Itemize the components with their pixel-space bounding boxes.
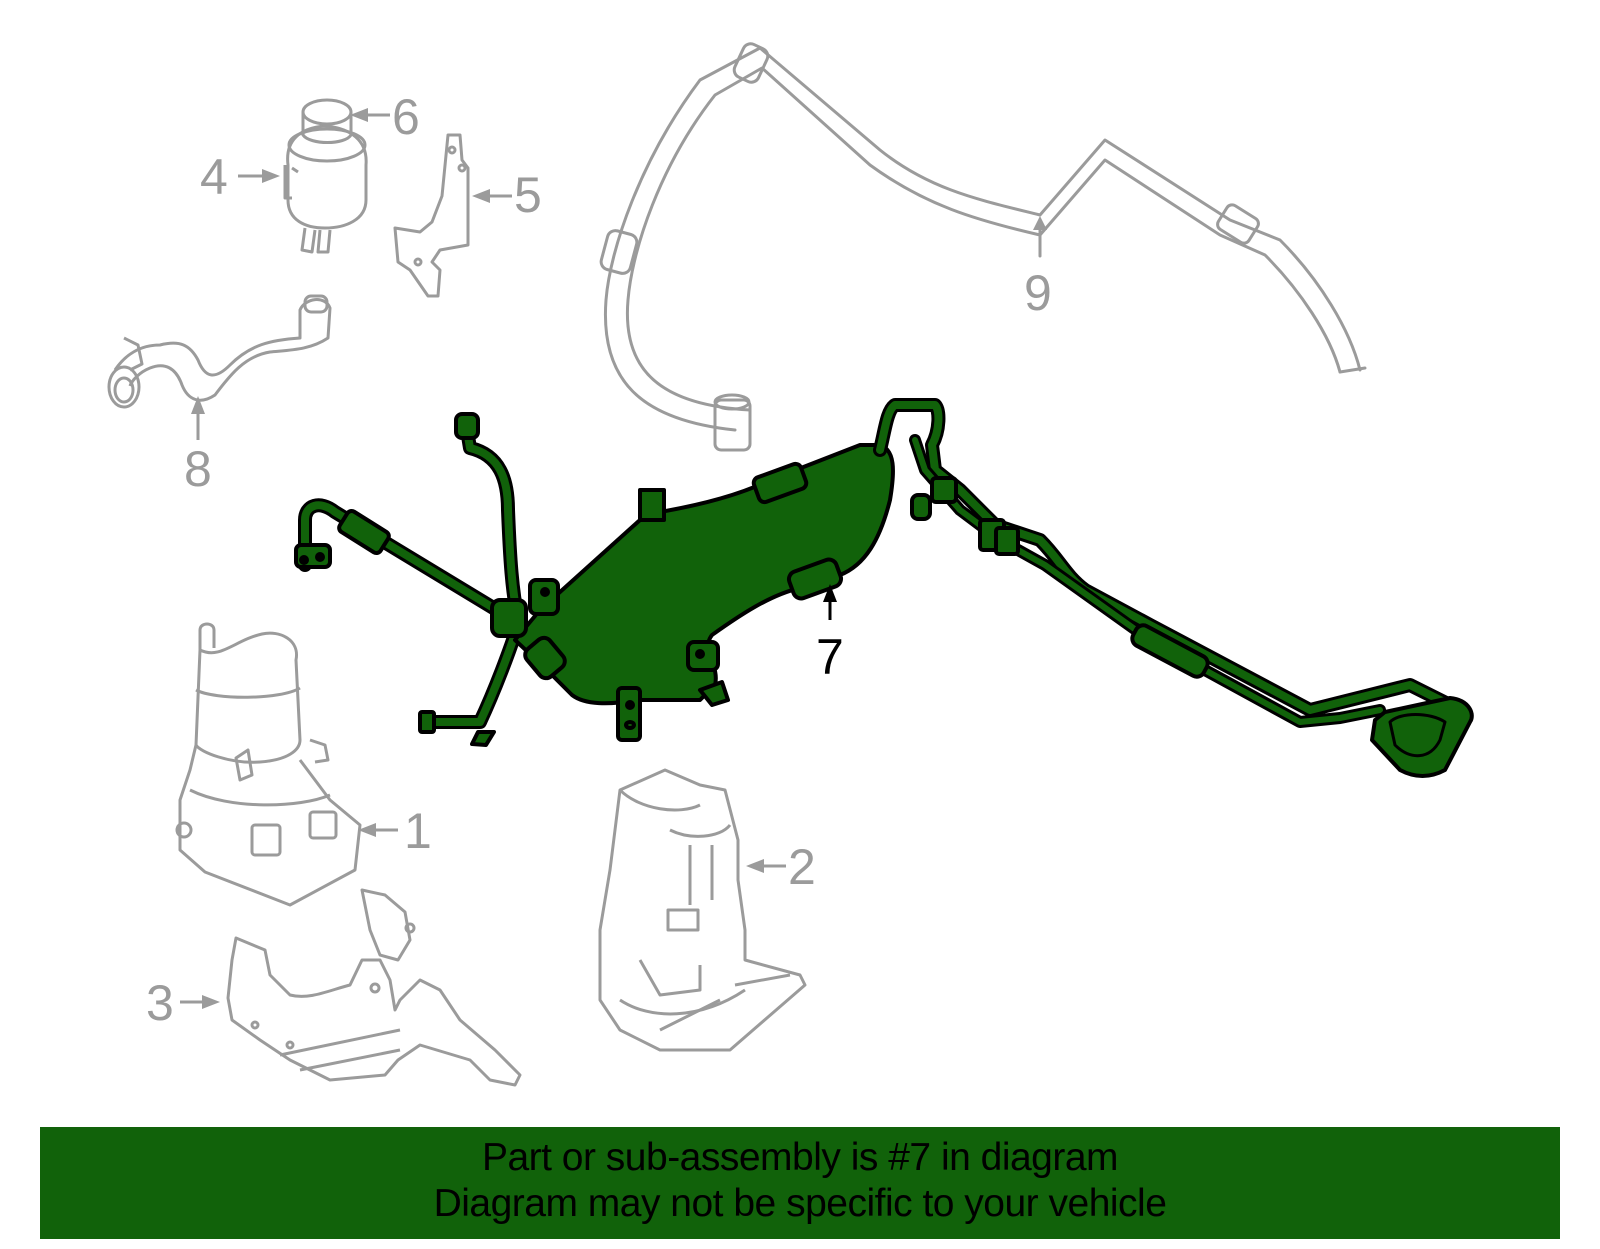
callout-7[interactable]: 7 [816, 629, 844, 685]
callout-arrows-gray [180, 108, 786, 1009]
part-1-pump-assembly[interactable] [175, 622, 362, 907]
callout-arrow-7 [823, 584, 837, 620]
part-5-bracket[interactable] [393, 133, 470, 298]
callout-5[interactable]: 5 [514, 167, 542, 223]
callout-6[interactable]: 6 [392, 89, 420, 145]
banner-line-disclaimer: Diagram may not be specific to your vehi… [433, 1182, 1167, 1225]
callout-9[interactable]: 9 [1024, 265, 1052, 321]
callout-2[interactable]: 2 [788, 839, 816, 895]
part-4-reservoir[interactable] [283, 124, 368, 254]
part-7-hose-assembly-highlighted[interactable] [294, 398, 1474, 778]
banner-line-part-number: Part or sub-assembly is #7 in diagram [481, 1136, 1119, 1179]
info-banner: Part or sub-assembly is #7 in diagram Di… [40, 1127, 1560, 1239]
callout-1[interactable]: 1 [404, 803, 432, 859]
callout-3[interactable]: 3 [146, 975, 174, 1031]
callout-8[interactable]: 8 [184, 441, 212, 497]
callout-4[interactable]: 4 [200, 149, 228, 205]
part-9-pressure-hose[interactable] [599, 41, 1367, 452]
part-8-return-hose[interactable] [107, 294, 332, 409]
part-3-mounting-bracket[interactable] [226, 888, 522, 1087]
part-2-housing[interactable] [598, 768, 807, 1052]
part-6-reservoir-cap[interactable] [301, 98, 353, 144]
